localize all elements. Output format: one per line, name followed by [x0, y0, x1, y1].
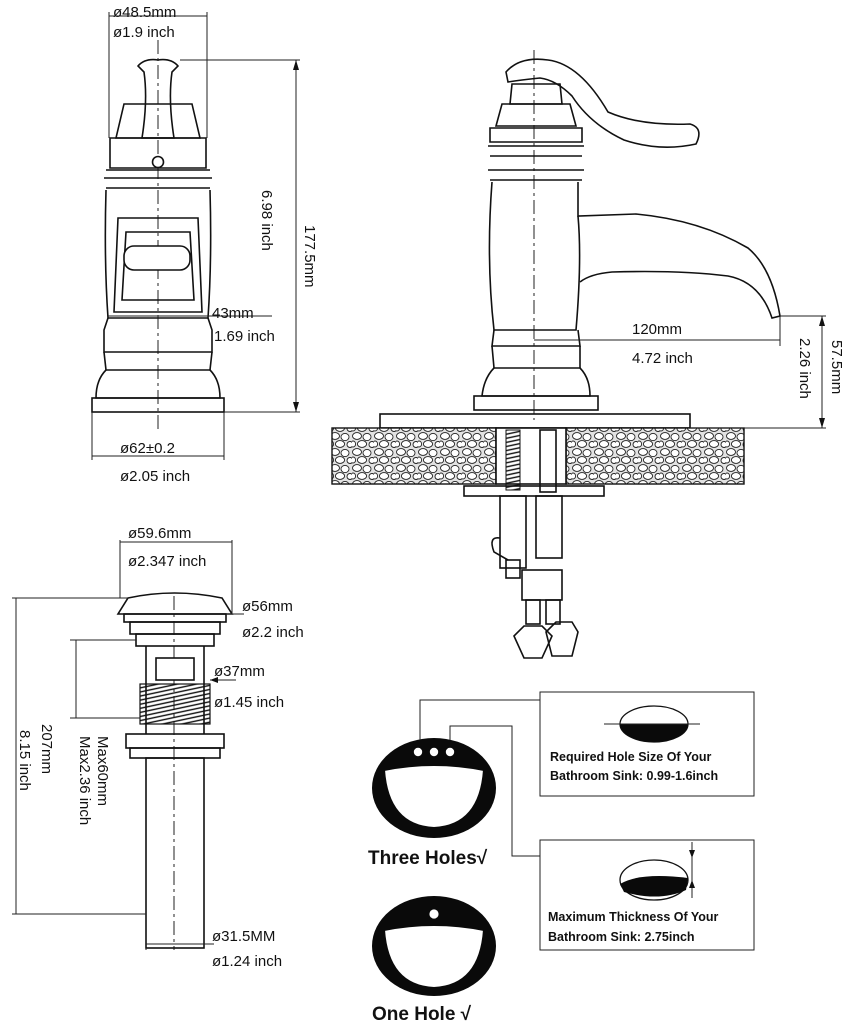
front-top-diameter-mm: ø48.5mm [113, 4, 176, 21]
front-height-mm: 177.5mm [301, 225, 318, 288]
one-hole-basin [382, 924, 486, 990]
base-plate [91, 397, 225, 413]
side-collar [494, 103, 578, 127]
waterfall-spout [577, 182, 781, 319]
side-lower-ring [491, 329, 581, 347]
valve-stem-left [525, 599, 541, 625]
side-base-plate [473, 395, 599, 411]
faucet-body [104, 189, 212, 319]
front-neck-width-mm: 43mm [212, 305, 254, 322]
overflow-slot [155, 657, 195, 681]
valve-body [521, 569, 563, 601]
spout-window [113, 217, 203, 313]
drain-cap-outer-mm: ø59.6mm [128, 525, 191, 542]
side-body [488, 181, 581, 331]
drain-tail-in: ø1.24 inch [212, 953, 282, 970]
side-spout-height-in: 2.26 inch [796, 338, 813, 399]
front-top-diameter-in: ø1.9 inch [113, 24, 175, 41]
spout-inner [121, 231, 195, 301]
handle-screw [151, 155, 165, 169]
flange-lower [135, 633, 215, 647]
front-base-diameter-mm: ø62±0.2 [120, 440, 175, 457]
drain-tail-mm: ø31.5MM [212, 928, 275, 945]
drain-cap [116, 592, 234, 615]
drain-nut [125, 733, 225, 749]
hole-size-line1: Required Hole Size Of Your [550, 750, 712, 764]
drain-length-in: 8.15 inch [16, 730, 33, 791]
side-handle-lever [505, 58, 700, 148]
thickness-line2: Bathroom Sink: 2.75inch [548, 930, 695, 944]
drain-view: ø59.6mm ø2.347 inch ø56mm ø2.2 inch ø37m… [12, 525, 304, 970]
supply-line-right [535, 495, 563, 559]
drain-cap-inner-mm: ø56mm [242, 598, 293, 615]
nut-left [513, 625, 553, 659]
leader-hole-size [419, 699, 540, 740]
hole-size-line2: Bathroom Sink: 0.99-1.6inch [550, 769, 718, 783]
drain-tailpiece [145, 757, 205, 949]
flange-upper [129, 621, 221, 635]
mounting-nut-plate [463, 485, 605, 497]
side-base-flare [481, 367, 591, 397]
lower-ring [103, 351, 213, 371]
lower-body [103, 317, 213, 353]
hose-end [505, 559, 521, 579]
side-reach-in: 4.72 inch [632, 350, 693, 367]
deck-plate [379, 413, 691, 429]
cap-rim [123, 613, 227, 623]
side-rings [488, 145, 584, 181]
hole-center [429, 747, 439, 757]
hole-size-box [539, 691, 755, 797]
countertop-left [331, 427, 497, 485]
hole-right [445, 747, 455, 757]
drain-cap-outer-in: ø2.347 inch [128, 553, 206, 570]
thickness-line1: Maximum Thickness Of Your [548, 910, 719, 924]
drain-thread-mm: ø37mm [214, 663, 265, 680]
side-reach-mm: 120mm [632, 321, 682, 338]
drain-thread-in: ø1.45 inch [214, 694, 284, 711]
handle-lever [136, 58, 180, 139]
spout-outlet [123, 245, 191, 271]
front-base-diameter-in: ø2.05 inch [120, 468, 190, 485]
three-holes-label: Three Holes√ [368, 848, 488, 869]
sink-options: Three Holes√ Required Hole Size Of Your … [368, 691, 755, 1024]
front-height-in: 6.98 inch [258, 190, 275, 251]
top-rings [104, 169, 212, 189]
drain-max-thickness-mm: Max60mm [94, 736, 111, 806]
hose-loop [491, 536, 509, 561]
front-neck-width-in: 1.69 inch [214, 328, 275, 345]
side-lower-band [491, 345, 581, 369]
side-top-cap [489, 127, 583, 143]
mounting-bolt [505, 429, 521, 491]
leader-thickness [449, 725, 540, 857]
nut-right [545, 621, 579, 657]
side-handle-hub [509, 83, 563, 105]
drain-cap-inner-in: ø2.2 inch [242, 624, 304, 641]
faucet-front-view: ø48.5mm ø1.9 inch 177.5mm 6.98 inch 43mm… [91, 4, 318, 485]
supply-line-left [499, 495, 527, 569]
hole-left [413, 747, 423, 757]
supply-shank [539, 429, 557, 493]
faucet-side-view: 120mm 4.72 inch 57.5mm 2.26 inch [331, 50, 845, 659]
drain-threads [139, 683, 211, 725]
side-spout-height-mm: 57.5mm [828, 340, 845, 394]
hole-single [429, 909, 439, 919]
drain-max-thickness-in: Max2.36 inch [76, 736, 93, 825]
countertop-right [565, 427, 745, 485]
top-cap [109, 137, 207, 169]
valve-stem-right [545, 599, 561, 625]
thickness-box [539, 839, 755, 951]
one-hole-label: One Hole √ [372, 1004, 472, 1024]
drain-length-mm: 207mm [38, 724, 55, 774]
three-hole-basin [382, 764, 486, 830]
drain-washer [129, 747, 221, 759]
